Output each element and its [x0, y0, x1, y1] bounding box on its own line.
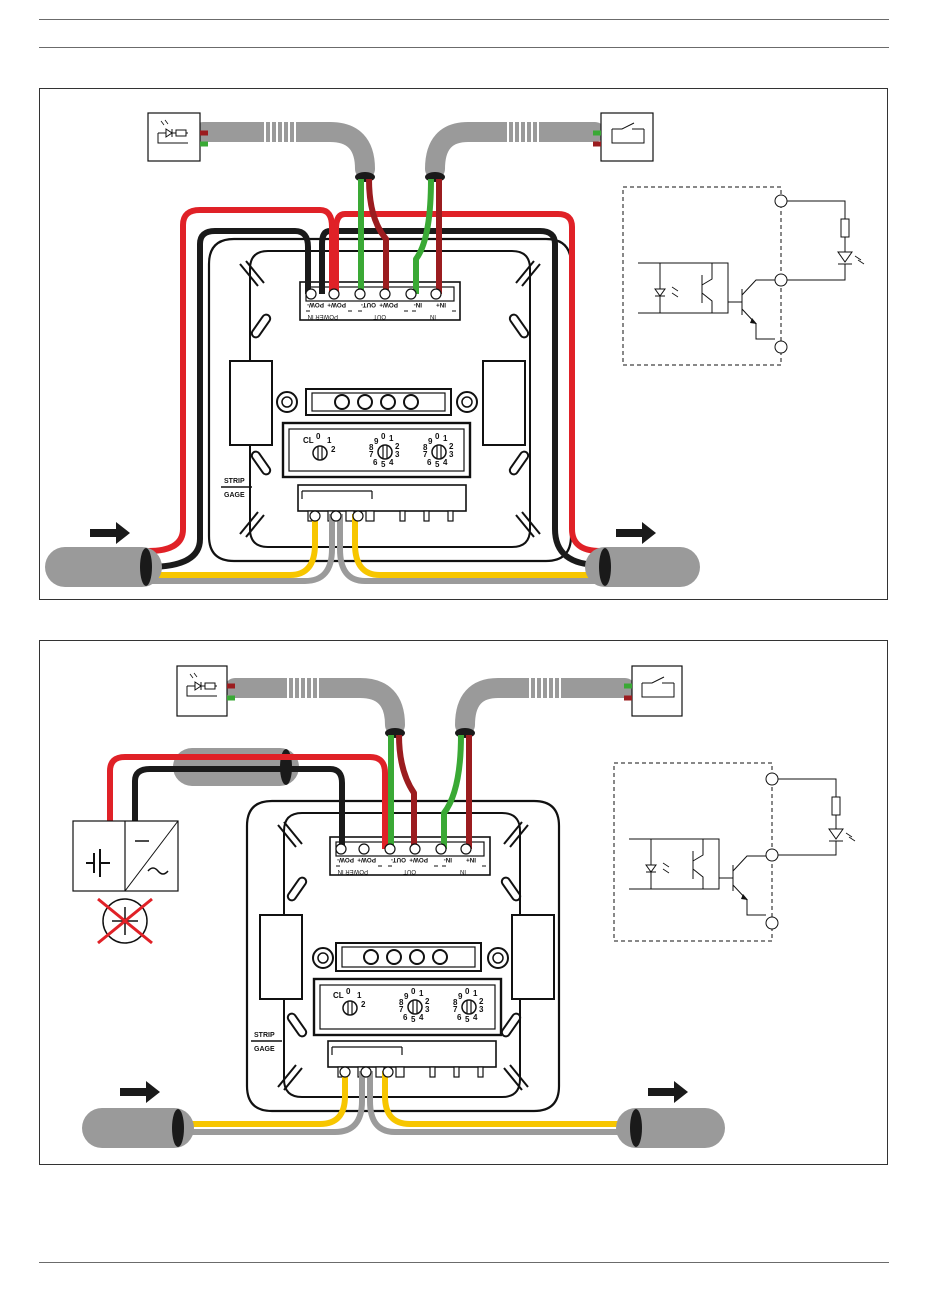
- label-pow-plus: POW+: [357, 856, 376, 863]
- cable-right: [630, 1109, 705, 1147]
- dial-units-5: 5: [435, 460, 440, 469]
- dial-cl-label: CL: [333, 991, 344, 1000]
- mounting-plate: STRIP GAGE: [247, 801, 559, 1111]
- dial-units-0: 0: [435, 432, 440, 441]
- dial-tens-5: 5: [411, 1015, 416, 1024]
- wiring-diagram-1-svg: STRIP GAGE CL 0 1 2 9 0 1 2 3 4 5 6 7 8 …: [40, 89, 889, 601]
- label-in: IN: [430, 313, 436, 319]
- dial-units-0: 0: [465, 987, 470, 996]
- direction-arrow-icon: [120, 1081, 160, 1103]
- power-supply-icon: [73, 821, 178, 891]
- cable-left: [102, 1109, 184, 1147]
- label-pow-minus: POW-: [307, 301, 324, 308]
- gage-label: GAGE: [224, 492, 245, 499]
- dial-units-5: 5: [465, 1015, 470, 1024]
- dial-tens-9: 9: [374, 437, 379, 446]
- led-input-icon: [148, 113, 208, 161]
- direction-arrow-icon: [616, 522, 656, 544]
- dial-tens-5: 5: [381, 460, 386, 469]
- relay-contact-icon: [593, 113, 653, 161]
- dial-cl-0: 0: [316, 432, 321, 441]
- label-in-plus: IN+: [466, 856, 476, 863]
- dial-units-3: 3: [479, 1005, 484, 1014]
- wiring-diagram-2: STRIP GAGE CL 0 1 2 9 0 1 2 3 4 5 6 7 8 …: [39, 640, 888, 1165]
- mounting-plate: STRIP GAGE: [209, 239, 571, 561]
- no-battery-icon: [98, 899, 152, 943]
- dial-tens-9: 9: [404, 992, 409, 1001]
- dial-units-8: 8: [453, 998, 458, 1007]
- direction-arrow-icon: [648, 1081, 688, 1103]
- strip-label: STRIP: [254, 1032, 275, 1039]
- label-pow-plus: POW+: [327, 301, 346, 308]
- dial-units-4: 4: [473, 1013, 478, 1022]
- label-power-in: POWER IN: [308, 313, 338, 319]
- dial-tens-4: 4: [419, 1013, 424, 1022]
- dial-cl-0: 0: [346, 987, 351, 996]
- dial-tens-0: 0: [381, 432, 386, 441]
- sensor-cables: [203, 122, 595, 182]
- dial-tens-3: 3: [425, 1005, 430, 1014]
- dial-units-8: 8: [423, 443, 428, 452]
- bottom-terminals: [310, 511, 363, 521]
- dial-cl-2: 2: [331, 445, 336, 454]
- dial-tens-8: 8: [369, 443, 374, 452]
- dial-tens-4: 4: [389, 458, 394, 467]
- dial-units-6: 6: [427, 458, 432, 467]
- dial-tens-3: 3: [395, 450, 400, 459]
- dial-cl-2: 2: [361, 1000, 366, 1009]
- header-rule-top: [39, 19, 889, 20]
- label-in: IN: [460, 868, 466, 874]
- bottom-terminals: [340, 1067, 393, 1077]
- dial-units-3: 3: [449, 450, 454, 459]
- dial-cl-1: 1: [357, 991, 362, 1000]
- optocoupler-circuit-icon: [623, 187, 864, 365]
- led-input-icon: [177, 666, 235, 716]
- wiring-diagram-1: STRIP GAGE CL 0 1 2 9 0 1 2 3 4 5 6 7 8 …: [39, 88, 888, 600]
- label-out-minus: OUT-: [391, 856, 406, 863]
- label-out: OUT: [403, 868, 416, 874]
- label-pow-minus: POW-: [337, 856, 354, 863]
- label-out: OUT: [373, 313, 386, 319]
- relay-contact-icon: [624, 666, 682, 716]
- dial-cl-label: CL: [303, 436, 314, 445]
- dial-tens-1: 1: [419, 989, 424, 998]
- label-out-pow-plus: POW+: [409, 856, 428, 863]
- footer-rule: [39, 1262, 889, 1263]
- dial-units-9: 9: [428, 437, 433, 446]
- label-power-in: POWER IN: [338, 868, 368, 874]
- dial-tens-6: 6: [403, 1013, 408, 1022]
- dial-units-1: 1: [443, 434, 448, 443]
- dial-units-4: 4: [443, 458, 448, 467]
- label-out-minus: OUT-: [361, 301, 376, 308]
- dial-tens-6: 6: [373, 458, 378, 467]
- cable-right: [599, 548, 680, 586]
- dial-units-9: 9: [458, 992, 463, 1001]
- label-in-plus: IN+: [436, 301, 446, 308]
- optocoupler-circuit-icon: [614, 763, 855, 941]
- dial-tens-0: 0: [411, 987, 416, 996]
- dial-tens-8: 8: [399, 998, 404, 1007]
- wiring-diagram-2-svg: STRIP GAGE CL 0 1 2 9 0 1 2 3 4 5 6 7 8 …: [40, 641, 889, 1166]
- dial-cl-1: 1: [327, 436, 332, 445]
- gage-label: GAGE: [254, 1046, 275, 1053]
- header-rule-bottom: [39, 47, 889, 48]
- label-out-pow-plus: POW+: [379, 301, 398, 308]
- dial-units-6: 6: [457, 1013, 462, 1022]
- direction-arrow-icon: [90, 522, 130, 544]
- label-in-minus: IN-: [414, 301, 422, 308]
- cable-left: [65, 548, 152, 586]
- sensor-cables: [235, 678, 625, 738]
- dial-units-1: 1: [473, 989, 478, 998]
- strip-label: STRIP: [224, 478, 245, 485]
- label-in-minus: IN-: [444, 856, 452, 863]
- dial-tens-1: 1: [389, 434, 394, 443]
